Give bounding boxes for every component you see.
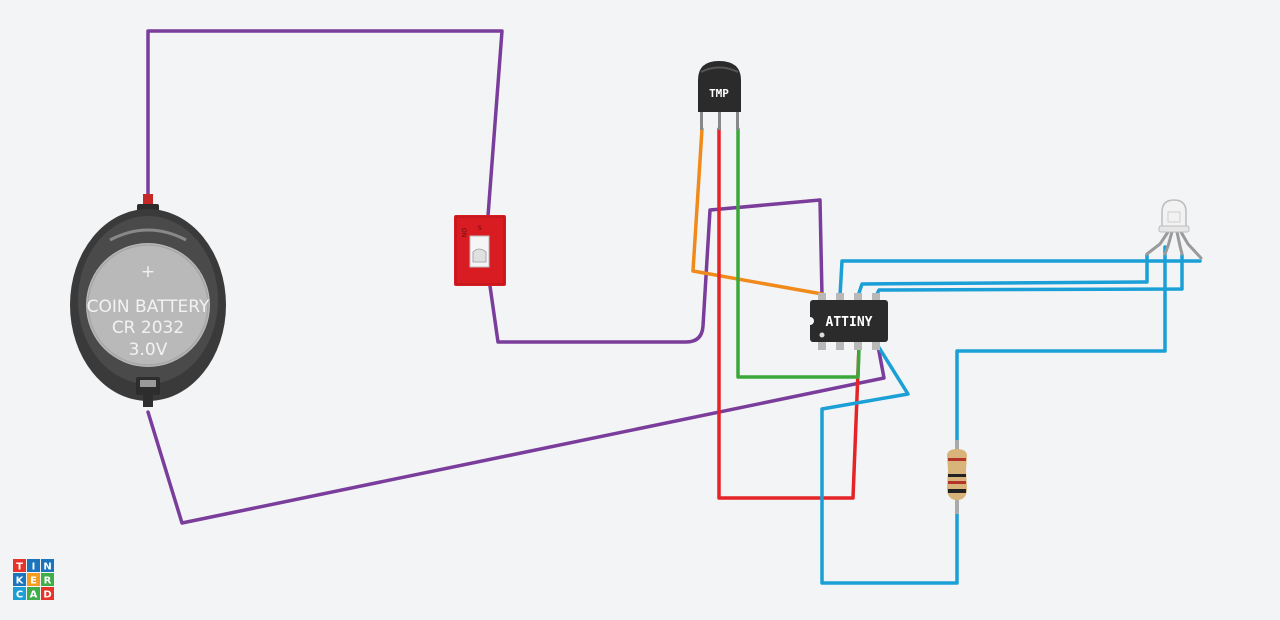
wire-switch-to-attiny[interactable] (488, 198, 824, 344)
wire-tmp-out-to-attiny[interactable] (691, 127, 824, 296)
wire-led-to-attiny-2[interactable] (856, 253, 1149, 298)
logo-letter-n: N (43, 562, 51, 573)
pin1-marker (819, 332, 825, 338)
attiny-body (810, 300, 888, 342)
wire-led-to-attiny-1[interactable] (838, 259, 1202, 298)
battery-positive-terminal[interactable] (143, 194, 153, 206)
wire-battery-negative-to-attiny[interactable] (146, 344, 886, 525)
attiny-label: ATTINY (826, 315, 873, 330)
rgb-led-icon[interactable] (1145, 199, 1203, 260)
logo-letter-r: R (44, 576, 52, 587)
led-base (1158, 225, 1190, 233)
logo-letter-i: I (32, 562, 36, 573)
logo-letter-a: A (30, 590, 38, 601)
temperature-sensor-body (698, 61, 741, 112)
wire-tmp-vcc[interactable] (717, 127, 861, 500)
temperature-sensor[interactable]: TMP (698, 61, 741, 130)
battery-plus-symbol: + (141, 262, 155, 282)
wire-led-to-resistor[interactable] (955, 245, 1167, 450)
battery-cell (86, 243, 210, 367)
wire-resistor-to-attiny[interactable] (820, 344, 959, 585)
switch-label-s: S (478, 225, 482, 232)
logo-letter-e: E (30, 576, 37, 587)
coin-battery[interactable]: + COIN BATTERY CR 2032 3.0V (70, 194, 226, 407)
slide-switch[interactable]: ON S (454, 215, 506, 286)
logo-letter-k: K (16, 576, 25, 587)
switch-label-on: ON (460, 228, 467, 237)
logo-letter-c: C (16, 590, 23, 601)
tinkercad-logo: T I N K E R C A D (13, 559, 54, 601)
resistor-icon[interactable] (947, 440, 967, 514)
logo-letter-d: D (43, 590, 51, 601)
wire-battery-positive-to-switch[interactable] (146, 29, 504, 218)
battery-label-line1: COIN BATTERY (87, 297, 210, 317)
attiny-chip[interactable]: ATTINY (806, 293, 888, 350)
wires (146, 29, 1202, 585)
battery-label-line3: 3.0V (129, 340, 168, 360)
wire-tmp-gnd[interactable] (736, 127, 861, 379)
logo-letter-t: T (16, 562, 23, 573)
battery-negative-terminal[interactable] (143, 395, 153, 407)
battery-label-line2: CR 2032 (112, 318, 184, 338)
led-dome (1161, 199, 1187, 229)
tmp-label: TMP (709, 87, 729, 100)
